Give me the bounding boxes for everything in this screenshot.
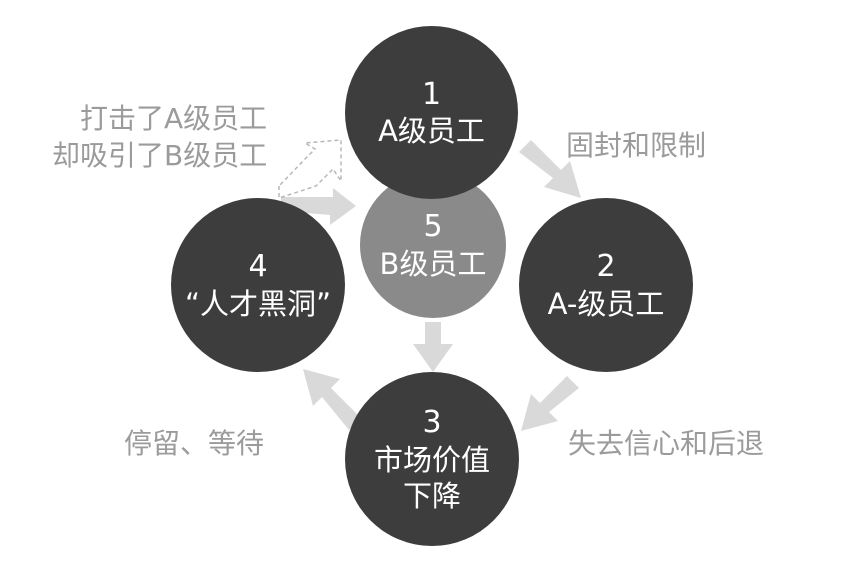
- node-2-a-minus-level: 2 A-级员工: [519, 198, 693, 372]
- arrow-2-to-3: [521, 376, 579, 431]
- node-4-label: “人才黑洞”: [184, 286, 332, 321]
- node-3-label-line1: 市场价值: [373, 442, 490, 477]
- node-4-talent-black-hole: 4 “人才黑洞”: [171, 198, 345, 372]
- label-2-to-3: 失去信心和后退: [568, 427, 765, 460]
- dashed-hint-arrow: [278, 139, 342, 200]
- label-1-to-2: 固封和限制: [566, 129, 707, 162]
- node-3-label-line2: 下降: [402, 478, 461, 513]
- arrow-5-to-3: [413, 322, 453, 372]
- label-3-to-4: 停留、等待: [124, 427, 265, 460]
- arrow-4-to-5: [281, 188, 356, 225]
- node-4-number: 4: [248, 249, 268, 285]
- node-1-a-level: 1 A级员工: [345, 26, 518, 199]
- node-3-number: 3: [422, 405, 442, 440]
- node-2-label: A-级员工: [547, 286, 665, 321]
- node-3-market-value-drop: 3 市场价值 下降: [345, 372, 519, 546]
- arrow-1-to-2: [519, 140, 581, 198]
- label-4-to-5-line2: 却吸引了B级员工: [52, 139, 268, 172]
- label-4-to-5-line1: 打击了A级员工: [80, 102, 268, 135]
- node-1-number: 1: [421, 76, 442, 112]
- node-5-label: B级员工: [379, 246, 487, 281]
- arrow-3-to-4: [303, 369, 361, 430]
- node-1-label: A级员工: [378, 114, 485, 149]
- node-5-number: 5: [423, 209, 443, 245]
- node-2-number: 2: [596, 249, 616, 285]
